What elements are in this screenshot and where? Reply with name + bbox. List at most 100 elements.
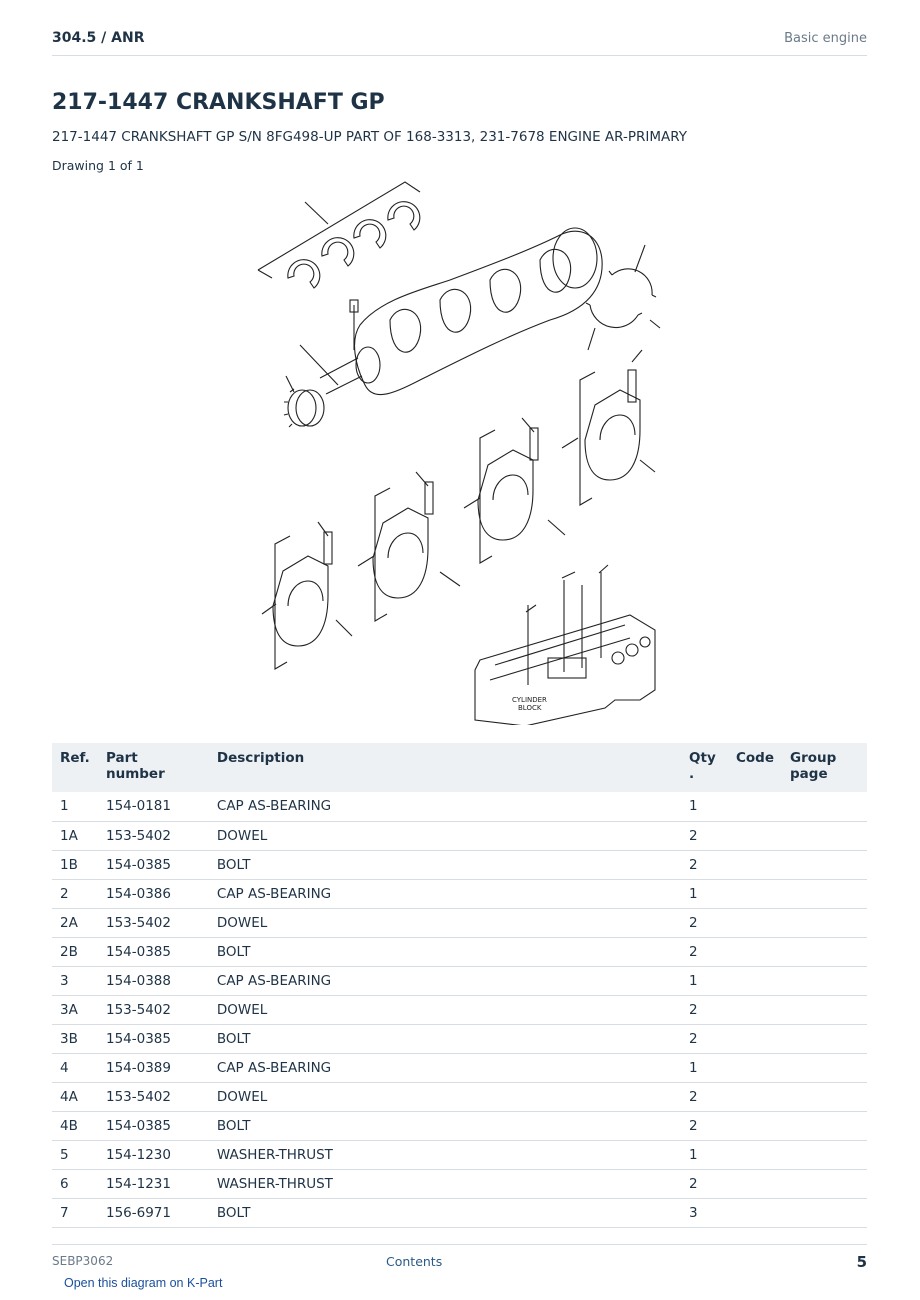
cell-ref: 1B — [52, 850, 98, 880]
bearing-cap-2 — [357, 471, 461, 622]
cell-part-number: 154-0385 — [97, 1024, 209, 1054]
cell-group-page — [782, 1140, 867, 1170]
crank-gear — [283, 375, 325, 428]
cell-qty: 1 — [681, 1053, 728, 1083]
page-number: 5 — [856, 1253, 867, 1271]
cell-group-page — [782, 1198, 867, 1228]
cell-description: CAP AS-BEARING — [208, 792, 682, 822]
cell-description: DOWEL — [208, 1082, 682, 1112]
cell-ref: 4 — [52, 1053, 98, 1083]
cell-code — [728, 1198, 783, 1228]
cell-qty: 1 — [681, 966, 728, 996]
cell-part-number: 154-0385 — [97, 937, 209, 967]
cell-code — [728, 879, 783, 909]
cell-qty: 2 — [681, 821, 728, 851]
cell-part-number: 154-0388 — [97, 966, 209, 996]
cell-group-page — [782, 937, 867, 967]
contents-link[interactable]: Contents — [386, 1254, 443, 1269]
cell-description: CAP AS-BEARING — [208, 966, 682, 996]
cell-qty: 2 — [681, 1169, 728, 1199]
cell-part-number: 154-1231 — [97, 1169, 209, 1199]
cell-part-number: 154-0385 — [97, 1111, 209, 1141]
crankshaft-exploded-diagram: CYLINDER BLOCK — [257, 181, 661, 725]
cell-ref: 4B — [52, 1111, 98, 1141]
cell-qty: 3 — [681, 1198, 728, 1228]
cell-code — [728, 937, 783, 967]
cell-ref: 2A — [52, 908, 98, 938]
cell-ref: 1A — [52, 821, 98, 851]
document-id: SEBP3062 — [52, 1254, 114, 1268]
cell-code — [728, 792, 783, 822]
cell-ref: 2 — [52, 879, 98, 909]
cell-code — [728, 1111, 783, 1141]
cell-group-page — [782, 1024, 867, 1054]
cell-group-page — [782, 792, 867, 822]
page-subtitle: 217-1447 CRANKSHAFT GP S/N 8FG498-UP PAR… — [52, 129, 687, 145]
cell-qty: 1 — [681, 792, 728, 822]
crankshaft — [299, 227, 603, 396]
cell-part-number: 156-6971 — [97, 1198, 209, 1228]
cylinder-block: CYLINDER BLOCK — [474, 564, 656, 725]
kpart-diagram-link[interactable]: Open this diagram on K-Part — [64, 1276, 223, 1290]
header-description: Description — [216, 750, 305, 766]
cell-group-page — [782, 1053, 867, 1083]
page-title: 217-1447 CRANKSHAFT GP — [52, 90, 385, 115]
cell-part-number: 153-5402 — [97, 908, 209, 938]
bearing-cap-4 — [561, 349, 656, 506]
drawing-label: Drawing 1 of 1 — [52, 158, 144, 173]
cell-part-number: 154-0181 — [97, 792, 209, 822]
cell-qty: 2 — [681, 850, 728, 880]
cell-code — [728, 1169, 783, 1199]
cell-group-page — [782, 908, 867, 938]
cell-group-page — [782, 821, 867, 851]
cell-part-number: 154-0389 — [97, 1053, 209, 1083]
cell-description: CAP AS-BEARING — [208, 1053, 682, 1083]
cell-code — [728, 995, 783, 1025]
cell-part-number: 154-0385 — [97, 850, 209, 880]
cell-description: WASHER-THRUST — [208, 1140, 682, 1170]
header-part-number: Part number — [105, 750, 165, 782]
bearing-cap-1 — [261, 521, 353, 670]
cell-code — [728, 1024, 783, 1054]
cell-ref: 4A — [52, 1082, 98, 1112]
cell-code — [728, 1082, 783, 1112]
header-qty: Qty . — [689, 750, 716, 782]
cell-ref: 2B — [52, 937, 98, 967]
page-header: 304.5 / ANR Basic engine — [52, 28, 867, 56]
cell-ref: 5 — [52, 1140, 98, 1170]
cell-part-number: 154-0386 — [97, 879, 209, 909]
cell-qty: 2 — [681, 1024, 728, 1054]
cylinder-label-line2: BLOCK — [518, 704, 542, 712]
cell-description: CAP AS-BEARING — [208, 879, 682, 909]
cell-description: DOWEL — [208, 908, 682, 938]
header-group-page: Group page — [790, 750, 837, 782]
cell-qty: 1 — [681, 1140, 728, 1170]
header-ref: Ref. — [60, 750, 90, 766]
cylinder-label-line1: CYLINDER — [512, 696, 547, 704]
header-code: Code — [736, 750, 775, 766]
bearing-cap-3 — [463, 417, 566, 564]
cell-ref: 1 — [52, 792, 98, 822]
cell-code — [728, 908, 783, 938]
cell-ref: 6 — [52, 1169, 98, 1199]
cell-part-number: 154-1230 — [97, 1140, 209, 1170]
cell-code — [728, 821, 783, 851]
model-label: 304.5 / ANR — [52, 30, 145, 46]
cell-part-number: 153-5402 — [97, 995, 209, 1025]
table-header-row: Ref. Part number Description Qty . Code … — [52, 743, 867, 792]
cell-code — [728, 850, 783, 880]
cell-group-page — [782, 1111, 867, 1141]
cell-qty: 2 — [681, 995, 728, 1025]
